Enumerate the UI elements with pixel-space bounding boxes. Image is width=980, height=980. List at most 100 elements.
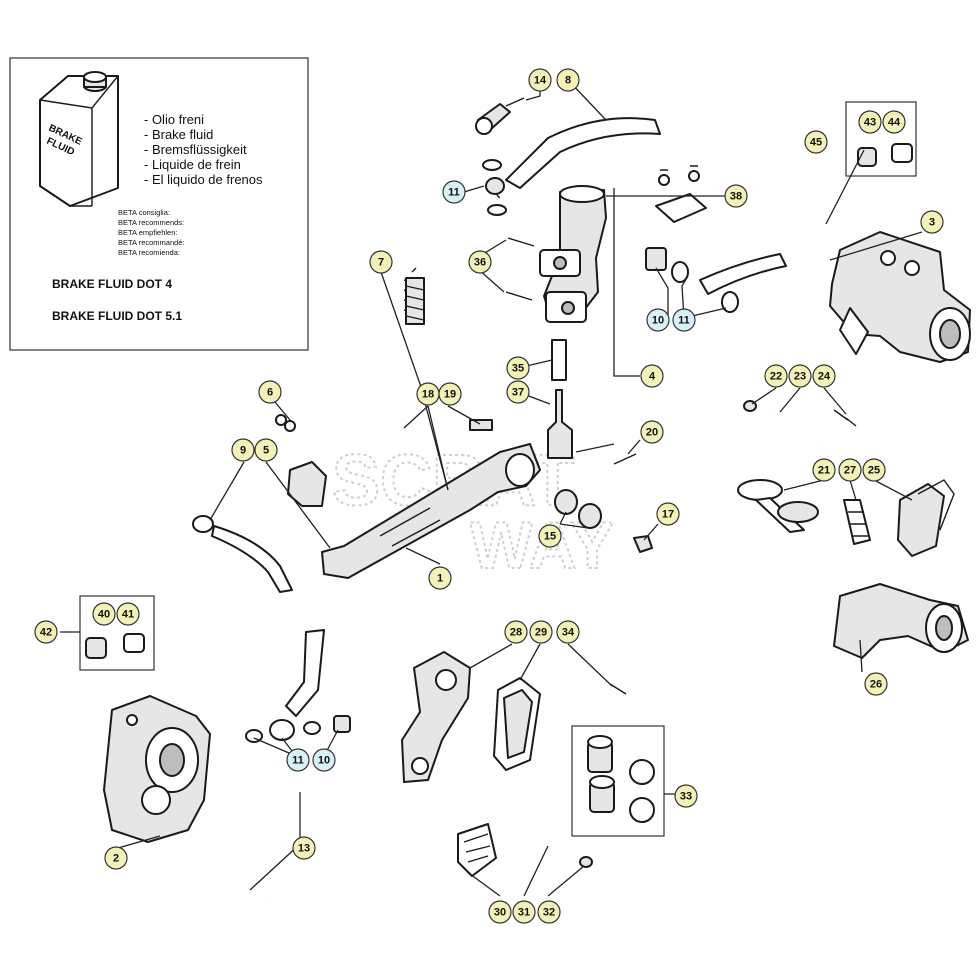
callout-25: 25 [862,458,886,482]
pad-spring-30 [457,823,497,877]
callout-circle [764,364,788,388]
bracket-5 [287,461,327,507]
callout-circle [506,356,530,380]
callout-number: 32 [543,907,555,919]
callout-number: 2 [113,853,119,865]
callout-circle [488,900,512,924]
callout-1: 1 [428,566,452,590]
callout-circle [812,364,836,388]
callout-7: 7 [369,250,393,274]
plug-kit-box-42 [79,595,155,671]
callout-17: 17 [656,502,680,526]
callout-number: 11 [678,315,690,327]
callout-number: 31 [518,907,530,919]
callout-number: 25 [868,465,880,477]
callout-circle [286,748,310,772]
callout-21: 21 [812,458,836,482]
callout-circle [858,110,882,134]
callout-circle [258,380,282,404]
callout-circle [882,110,906,134]
callout-number: 15 [544,531,556,543]
callout-number: 8 [565,75,571,87]
callout-circle [312,748,336,772]
callout-number: 37 [512,387,524,399]
leader-lines [60,79,923,897]
callout-circle [862,458,886,482]
plug-40 [85,637,107,659]
callout-number: 28 [510,627,522,639]
piston-kit-box-33 [571,725,665,837]
brake-fluid-legend: BRAKE FLUID - Olio freni - Brake fluid -… [9,57,309,351]
callout-34: 34 [556,620,580,644]
front-brake-hose-9 [192,515,293,593]
pivot-bolt-18 [366,409,406,431]
callout-number: 21 [818,465,830,477]
callout-circle [788,364,812,388]
callout-circle [369,250,393,274]
callout-number: 7 [378,257,384,269]
fluid-name-es: - El liquido de frenos [144,172,263,187]
callout-number: 42 [40,627,52,639]
banjo-fitting-14 [475,97,525,135]
brake-fluid-can-icon: BRAKE FLUID [39,71,119,207]
callout-11: 11 [442,180,466,204]
nut-17 [633,535,653,553]
callout-13: 13 [292,836,316,860]
callout-10: 10 [312,748,336,772]
callout-24: 24 [812,364,836,388]
spec-dot51: BRAKE FLUID DOT 5.1 [52,309,182,323]
clevis-37 [547,389,573,459]
callout-26: 26 [864,672,888,696]
plug-41 [123,633,145,653]
callout-circle [468,250,492,274]
callout-circle [674,784,698,808]
callout-circle [838,458,862,482]
callout-number: 3 [929,217,935,229]
callout-circle [864,672,888,696]
pads-25 [897,479,955,557]
callout-number: 4 [649,371,656,383]
callout-number: 41 [122,609,134,621]
callout-number: 22 [770,371,782,383]
bleeder-34 [609,683,627,695]
callout-28: 28 [504,620,528,644]
clip-32 [579,856,593,868]
callout-circle [442,180,466,204]
plug-44 [891,143,913,163]
callout-number: 24 [818,371,831,383]
callout-number: 34 [562,627,575,639]
callout-22: 22 [764,364,788,388]
spec-dot4: BRAKE FLUID DOT 4 [52,277,172,291]
callout-number: 27 [844,465,856,477]
callout-42: 42 [34,620,58,644]
pushrod-35 [551,339,567,381]
recommend-es: BETA recomienda: [118,248,180,257]
pistons-33 [587,735,655,823]
plug-kit-box-45 [845,101,917,177]
callout-circle [528,68,552,92]
pin-bolt-23 [769,412,823,446]
washers-11 [482,159,507,216]
callout-number: 43 [864,117,876,129]
callout-circle [504,620,528,644]
callout-number: 14 [534,75,547,87]
fluid-name-de: - Bremsflüssigkeit [144,142,247,157]
callout-circle [724,184,748,208]
return-spring-7 [403,267,425,325]
callout-number: 9 [240,445,246,457]
fluid-name-en: - Brake fluid [144,127,213,142]
callout-circle [428,566,452,590]
callout-circle [804,130,828,154]
callout-circle [538,524,562,548]
reservoir-cap-kit-38 [655,165,707,223]
callout-35: 35 [506,356,530,380]
recommend-it: BETA consiglia: [118,208,170,217]
caliper-bolts-13 [228,761,316,905]
callout-circle [506,380,530,404]
pistons-21 [737,479,819,533]
callout-number: 19 [444,389,456,401]
callout-29: 29 [529,620,553,644]
callout-19: 19 [438,382,462,406]
